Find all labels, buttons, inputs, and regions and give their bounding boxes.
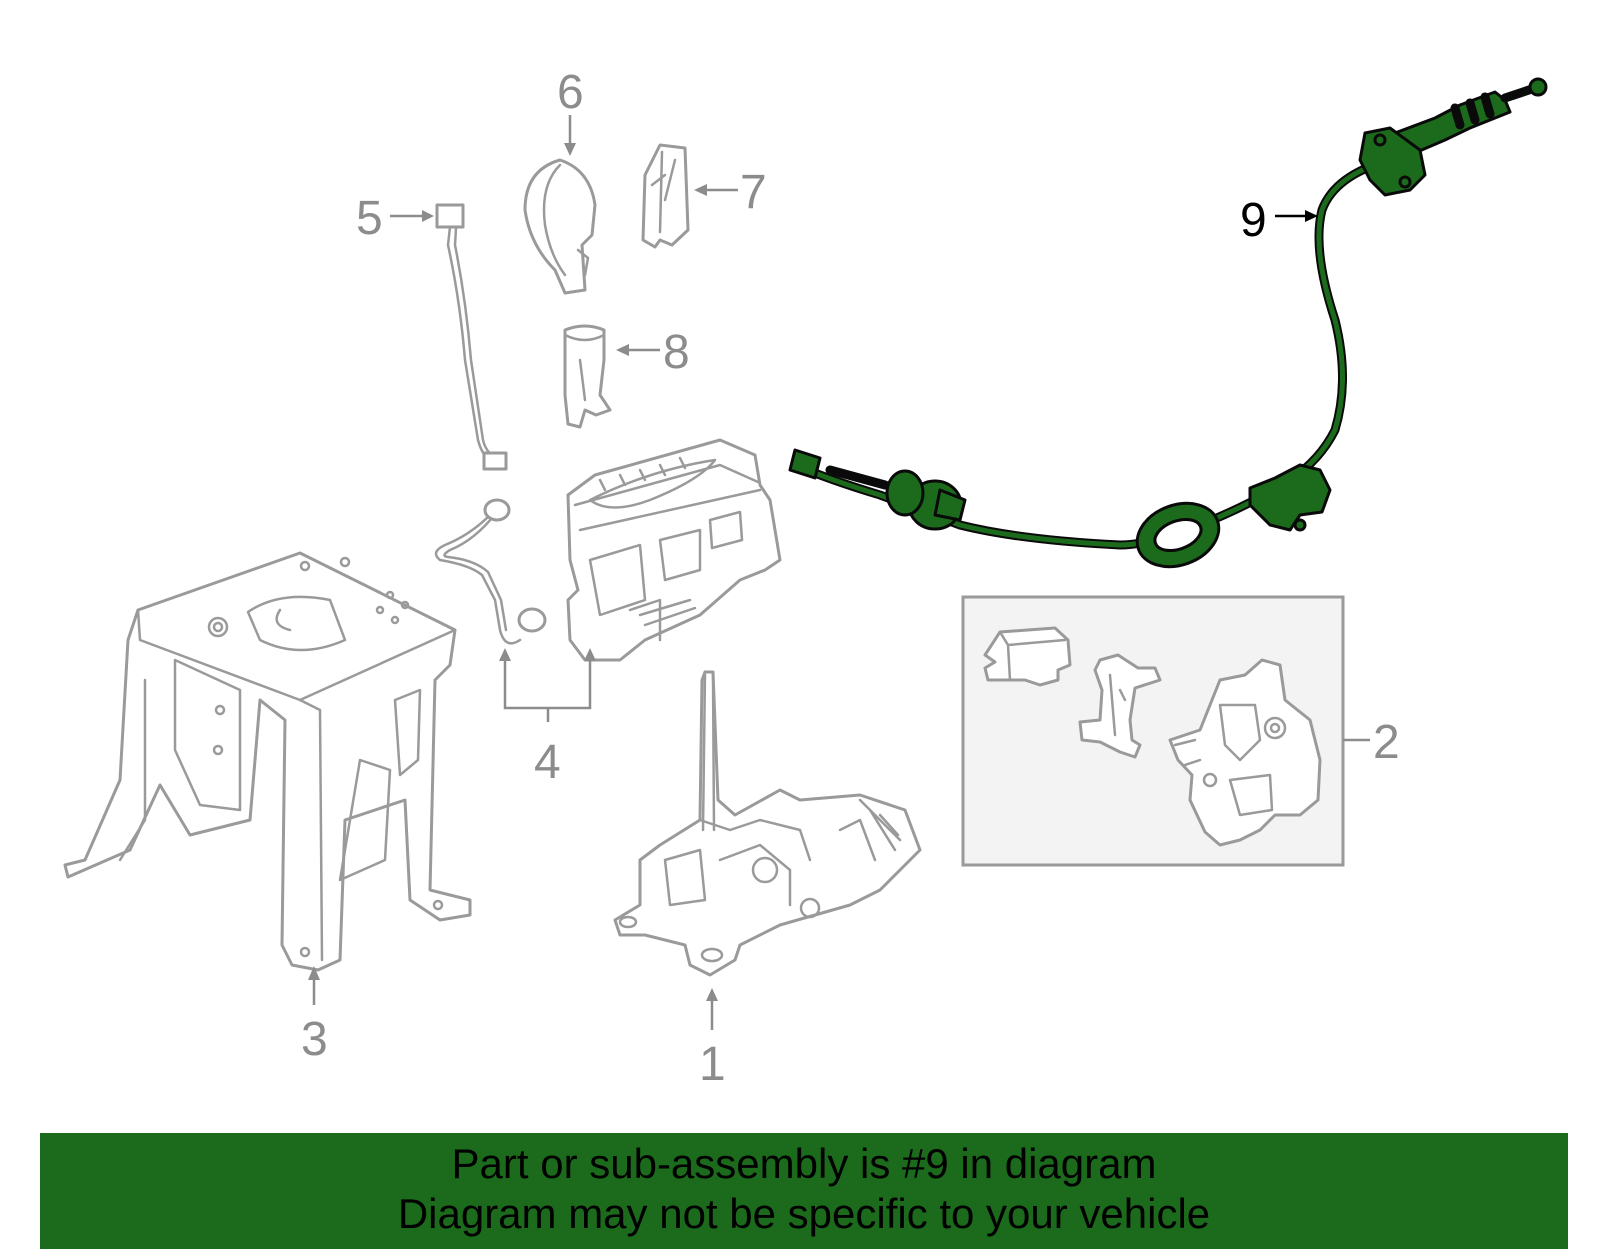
info-banner: Part or sub-assembly is #9 in diagram Di… [40,1133,1568,1249]
part-8-cap[interactable] [563,324,612,429]
part-7-button-cover[interactable] [641,143,690,249]
part-4-indicator[interactable] [566,438,782,662]
callout-3: 3 [301,1013,328,1066]
part-9-shift-cable[interactable] [788,77,1548,578]
callout-7: 7 [740,166,767,219]
callout-8: 8 [663,326,690,379]
part-3-bracket[interactable] [63,551,472,972]
part-1-shifter-base[interactable] [613,670,922,977]
part-6-shift-knob[interactable] [523,158,597,295]
callout-1: 1 [699,1038,726,1091]
banner-line-2: Diagram may not be specific to your vehi… [397,1190,1211,1237]
callout-9: 9 [1240,194,1267,247]
part-5-harness[interactable] [435,203,508,471]
part-4-wire[interactable] [434,498,547,645]
callout-5: 5 [356,192,383,245]
part-2-sensor[interactable] [983,626,1072,687]
callout-4: 4 [534,736,561,789]
banner-line-1: Part or sub-assembly is #9 in diagram [451,1140,1157,1187]
callout-2: 2 [1373,716,1400,769]
part-2-lever[interactable] [1078,653,1162,759]
part-2-solenoid[interactable] [1168,658,1322,847]
callout-6: 6 [557,66,584,119]
